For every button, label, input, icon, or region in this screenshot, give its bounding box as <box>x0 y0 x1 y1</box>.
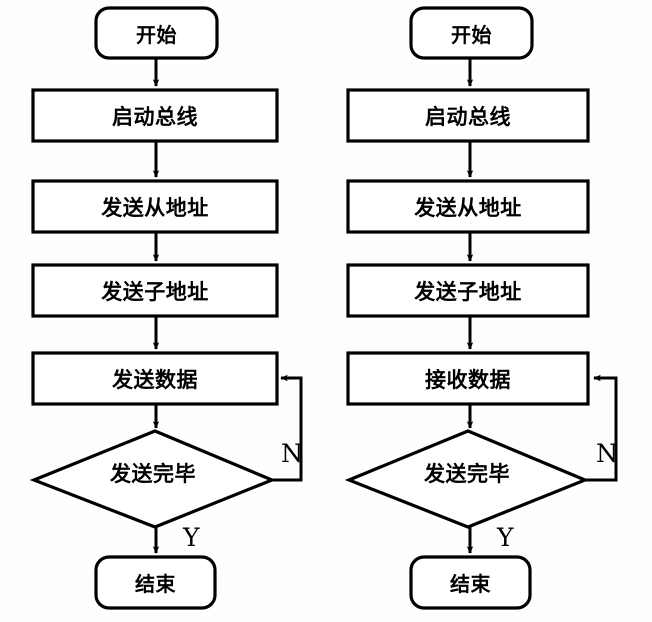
node-L4-process <box>31 263 279 318</box>
node-R1-terminator <box>409 6 534 60</box>
branch-label-L-yes: Y <box>183 523 200 552</box>
node-L6-decision <box>29 429 277 529</box>
branch-label-L-no: N <box>281 439 303 468</box>
node-L3-process <box>31 179 279 234</box>
node-R3-process <box>346 179 590 234</box>
node-R4-process <box>346 263 590 318</box>
node-R2-process <box>346 88 590 143</box>
node-R5-process <box>346 351 590 406</box>
node-L1-terminator <box>94 6 219 60</box>
edge-L6-L5-no-loop <box>272 374 303 482</box>
branch-label-R-no: N <box>596 439 618 468</box>
node-R6-decision <box>344 429 590 529</box>
node-L7-terminator <box>94 555 217 610</box>
node-L5-process <box>31 351 279 406</box>
node-R7-terminator <box>409 555 532 610</box>
edge-R6-R5-no-loop <box>585 374 618 482</box>
node-L2-process <box>31 88 279 143</box>
branch-label-R-yes: Y <box>497 523 514 552</box>
